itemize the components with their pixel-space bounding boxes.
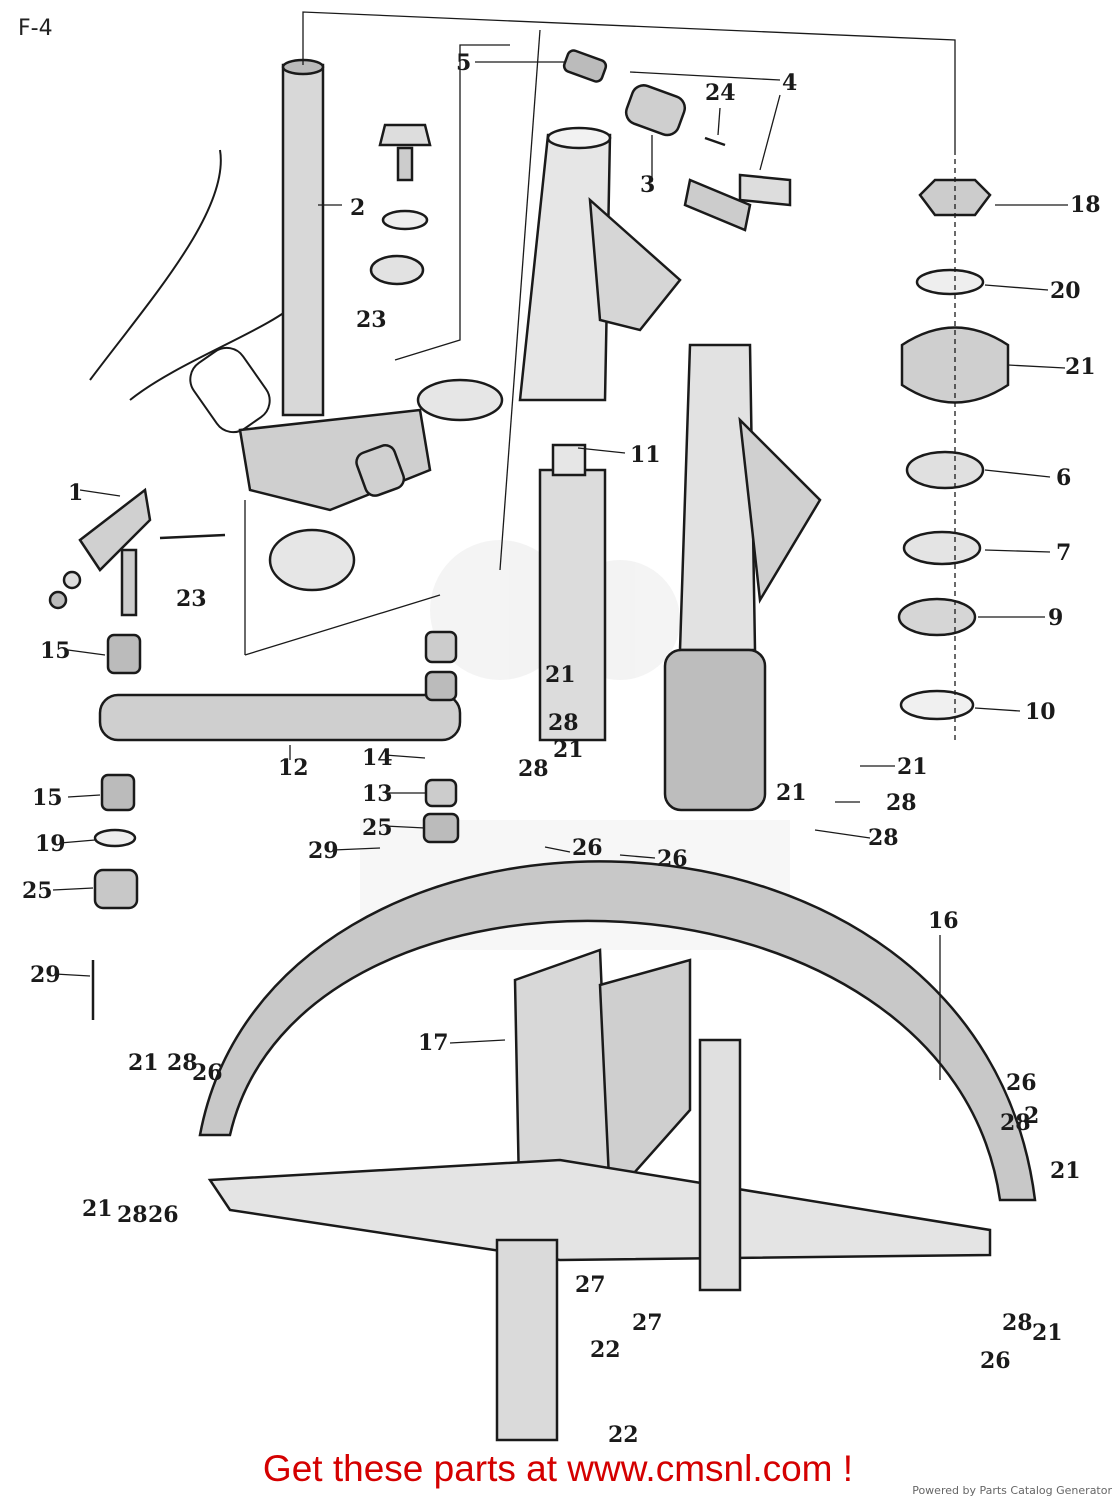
callout-17: 17 <box>418 1030 449 1056</box>
steering-stem <box>238 58 504 592</box>
callout-26-a: 26 <box>572 835 603 861</box>
callout-25-a: 25 <box>362 815 393 841</box>
callout-28-f: 28 <box>117 1202 148 1228</box>
callout-21-d: 21 <box>776 780 807 806</box>
callout-29-a: 29 <box>308 838 339 864</box>
promo-link-text[interactable]: Get these parts at www.cmsnl.com ! <box>262 1448 854 1489</box>
callout-24: 24 <box>705 80 736 106</box>
callout-28-a: 28 <box>548 710 579 736</box>
callout-27-a: 27 <box>575 1272 606 1298</box>
callout-28-c: 28 <box>886 790 917 816</box>
callout-14: 14 <box>362 745 393 771</box>
callout-21-i: 21 <box>1065 354 1096 380</box>
callout-26-b: 26 <box>657 846 688 872</box>
callout-23-b: 23 <box>176 586 207 612</box>
callout-22-a: 22 <box>590 1337 621 1363</box>
fender-stay-bracket <box>207 948 992 1442</box>
callout-28-e: 28 <box>167 1050 198 1076</box>
callout-11: 11 <box>630 442 661 468</box>
callout-26-e: 26 <box>1006 1070 1037 1096</box>
callout-21-b: 21 <box>553 737 584 763</box>
frame-head-outline <box>89 149 301 434</box>
callout-15-lower: 15 <box>32 785 63 811</box>
front-fender <box>198 860 1037 1202</box>
ignition-switch <box>562 49 792 232</box>
callout-21-a: 21 <box>545 662 576 688</box>
steering-damper-linkage <box>48 487 462 1020</box>
callout-5: 5 <box>456 50 471 76</box>
callout-29-b: 29 <box>30 962 61 988</box>
callout-28-b: 28 <box>518 756 549 782</box>
callout-12: 12 <box>278 755 309 781</box>
callout-9: 9 <box>1048 605 1063 631</box>
callout-28-h: 28 <box>1000 1110 1031 1136</box>
callout-27-b: 27 <box>632 1310 663 1336</box>
fork-cover-left <box>518 126 682 402</box>
callout-20: 20 <box>1050 278 1081 304</box>
callout-16: 16 <box>928 908 959 934</box>
callout-18: 18 <box>1070 192 1101 218</box>
callout-21-c: 21 <box>897 754 928 780</box>
callout-19: 19 <box>35 831 66 857</box>
credit-text: Powered by Parts Catalog Generator <box>912 1484 1112 1497</box>
callout-21-f: 21 <box>82 1196 113 1222</box>
callout-28-g: 28 <box>1002 1310 1033 1336</box>
callout-28-d: 28 <box>868 825 899 851</box>
callout-7: 7 <box>1056 540 1071 566</box>
callout-23-a: 23 <box>356 307 387 333</box>
callout-26-c: 26 <box>192 1060 223 1086</box>
callout-25-b: 25 <box>22 878 53 904</box>
callout-labels: 1 2 3 4 5 6 7 9 10 11 12 13 14 15 15 16 … <box>22 50 1101 1448</box>
callout-13: 13 <box>362 781 393 807</box>
bolt-and-washers-top <box>369 123 432 286</box>
steering-bearings <box>897 150 1010 740</box>
callout-26-g: 2 <box>1024 1103 1039 1129</box>
reference-lines <box>244 11 956 656</box>
callout-2: 2 <box>350 195 365 221</box>
callout-26-d: 26 <box>148 1202 179 1228</box>
callout-22-b: 22 <box>608 1422 639 1448</box>
callout-21-h: 21 <box>1032 1320 1063 1346</box>
callout-10: 10 <box>1025 699 1056 725</box>
callout-21-e: 21 <box>128 1050 159 1076</box>
front-fork-assembly <box>538 343 822 812</box>
callout-15-upper: 15 <box>40 638 71 664</box>
callout-leader-lines <box>52 61 1068 1080</box>
page-title: F-4 <box>18 16 53 41</box>
callout-1: 1 <box>68 480 83 506</box>
callout-3: 3 <box>640 172 655 198</box>
callout-4: 4 <box>782 70 797 96</box>
callout-21-g: 21 <box>1050 1158 1081 1184</box>
callout-6: 6 <box>1056 465 1071 491</box>
callout-26-f: 26 <box>980 1348 1011 1374</box>
